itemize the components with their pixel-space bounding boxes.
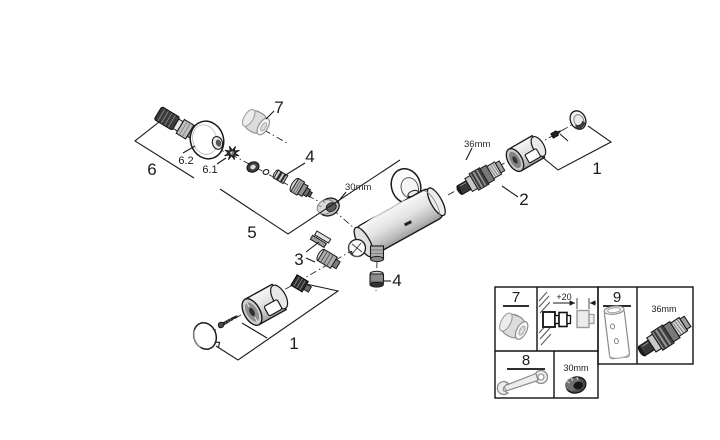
callout-part1-bottom: 1 [289,334,298,353]
handle-screw-right [550,130,562,139]
callout-part1-right: 1 [592,159,601,178]
callout-part3: 3 [294,250,303,269]
s-union-fitting [154,106,197,140]
callout-part6: 6 [147,160,156,179]
handle-adapter-nut [290,274,313,293]
check-valve-insert-top [272,169,289,185]
bracket-part1-bottom [215,283,340,361]
control-handle-sleeve-right [505,134,547,173]
callout-part4-bottom: 4 [392,271,401,290]
legend-right-box [597,286,694,365]
seal-washer [246,161,260,173]
bracket-part1-right [540,125,613,171]
callout-part4-top: 4 [305,147,314,166]
shower-outlet-nipple [369,245,385,263]
leader-part4-top [283,162,306,177]
leader-part7 [265,110,275,120]
legend-label-36mm: 36mm [651,304,676,314]
retaining-clip [309,230,332,249]
cap-icon [495,309,532,344]
wall-extension-diagram: +20 [538,291,596,346]
handle-cap-right [569,110,587,130]
bracket-part6 [134,121,195,179]
union-nut-30mm [316,197,340,217]
callout-part5: 5 [247,223,256,242]
star-mounting-nut [224,146,240,160]
check-valve-insert-bottom [369,270,385,288]
leader-dim36 [465,147,473,161]
bracket-part5 [219,159,401,235]
callout-part7: 7 [274,98,283,117]
legend-label-7: 7 [512,289,520,306]
leader-dim30 [336,191,347,204]
tick-part1-right [559,133,569,142]
leader-part2 [501,185,519,198]
legend-label-plus20: +20 [556,292,571,302]
legend-table: 7 +20 8 [494,286,694,399]
nut-icon [565,376,587,394]
dim-label-30mm: 30mm [345,182,371,193]
stop-ring-bushing [316,248,341,270]
temperature-stem [347,238,367,258]
callout-part6-1: 6.1 [202,164,217,176]
legend-label-30mm: 30mm [563,363,588,373]
bracket-part3 [305,241,320,263]
cover-cap-part7 [238,105,274,139]
axis-cap7 [263,129,288,144]
handle-screw-bottom [217,315,239,329]
dim-label-36mm: 36mm [464,139,490,150]
thermostatic-cartridge-icon [633,311,694,362]
leader-part6-2 [182,145,196,154]
leader-part6-1 [216,157,227,165]
thermostatic-cartridge-part2 [452,157,508,200]
handle-cap-bottom [192,322,221,350]
legend-label-8: 8 [522,352,530,369]
callout-part2: 2 [519,190,528,209]
small-o-ring [262,168,270,176]
wrench-icon [496,369,549,396]
check-valve-housing [289,177,313,198]
legend-label-9: 9 [613,289,621,306]
temperature-handle-bottom [241,283,289,326]
callout-part6-2: 6.2 [178,155,193,167]
extension-tube-icon [603,305,631,360]
tick-part1-bottom [241,322,268,339]
wall-escutcheon-left [189,120,225,160]
